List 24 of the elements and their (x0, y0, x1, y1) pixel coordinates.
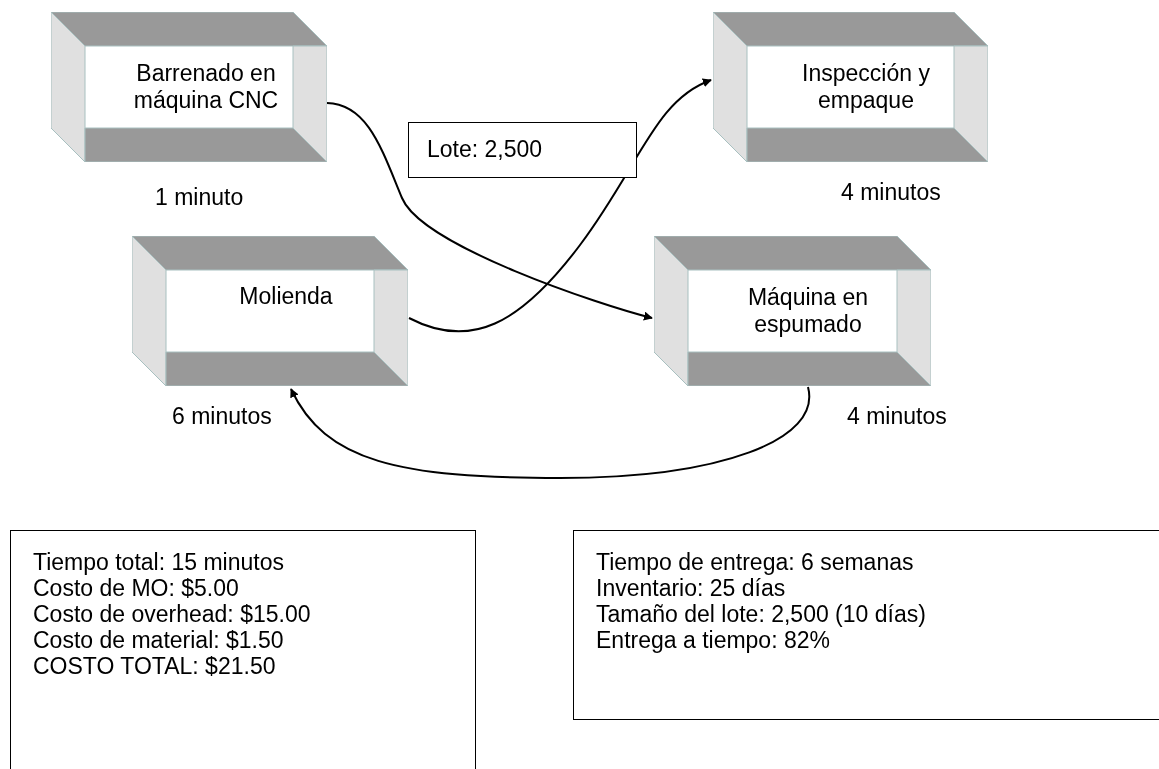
info-line: Costo de material: $1.50 (33, 627, 284, 653)
info-line: Tamaño del lote: 2,500 (10 días) (596, 601, 926, 627)
info-box (573, 530, 1159, 720)
info-line: Entrega a tiempo: 82% (596, 627, 830, 653)
lot-box (408, 122, 637, 178)
process-label: Molienda (238, 283, 334, 310)
process-label: Inspección y empaque (801, 60, 931, 114)
info-line: Costo de MO: $5.00 (33, 575, 239, 601)
lot-label: Lote: 2,500 (427, 136, 543, 163)
process-label: Máquina en espumado (746, 284, 870, 338)
duration-label: 1 minuto (155, 184, 244, 211)
arrow (408, 79, 712, 333)
process-label: Barrenado en máquina CNC (132, 60, 280, 114)
info-line: COSTO TOTAL: $21.50 (33, 653, 276, 679)
arrow (290, 386, 811, 479)
info-box (10, 530, 476, 769)
duration-label: 4 minutos (841, 179, 941, 206)
duration-label: 4 minutos (847, 403, 947, 430)
info-line: Inventario: 25 días (596, 575, 786, 601)
arrow (326, 102, 653, 321)
info-line: Tiempo total: 15 minutos (33, 549, 284, 575)
info-line: Costo de overhead: $15.00 (33, 601, 311, 627)
duration-label: 6 minutos (172, 403, 272, 430)
info-line: Tiempo de entrega: 6 semanas (596, 549, 914, 575)
